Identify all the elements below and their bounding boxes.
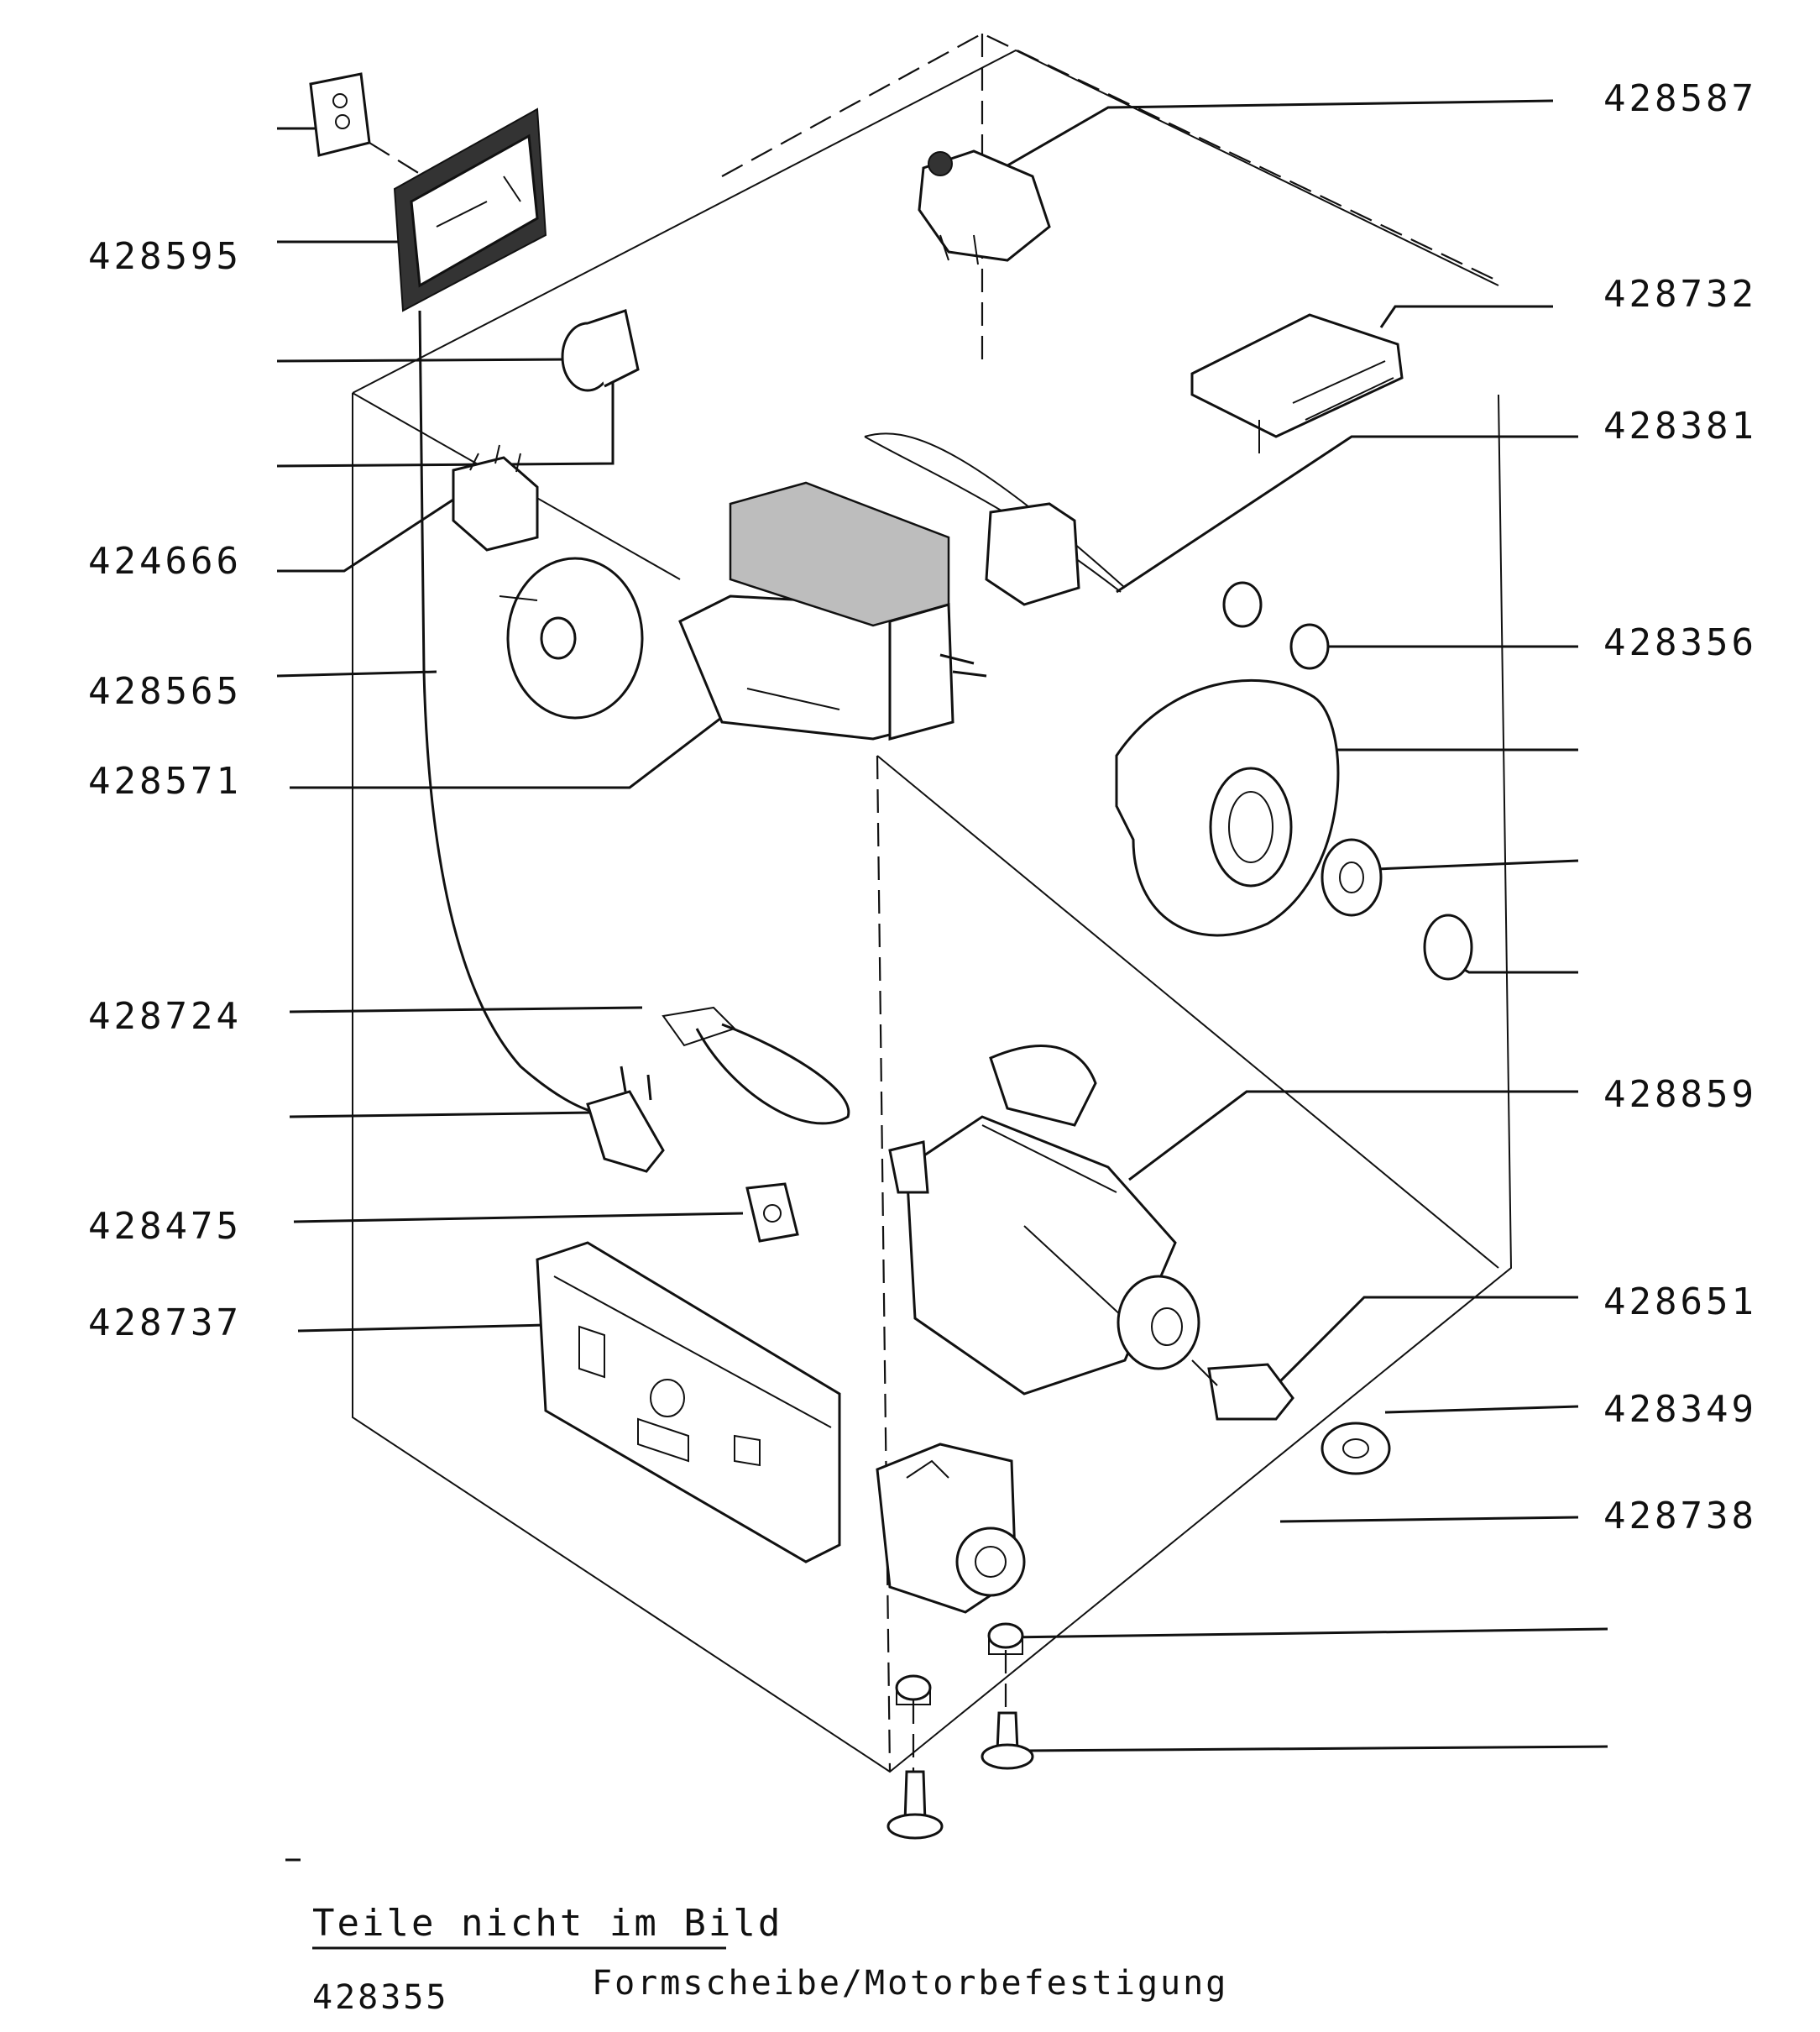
label-428651: 428651 (1603, 1280, 1757, 1323)
housing-outline (352, 32, 1513, 1773)
label-428475: 428475 (88, 1205, 242, 1248)
indicator-lamp (561, 309, 640, 392)
control-panel-pcb (393, 107, 547, 312)
cap-small-a (1222, 581, 1263, 628)
part-number-labels: 428587 428595 428732 428381 424666 42835… (88, 77, 1757, 1537)
leader-lines (276, 99, 1608, 1752)
terminal-block-small (309, 72, 425, 177)
label-428595: 428595 (88, 235, 242, 278)
thermostat (864, 432, 1126, 606)
label-428859: 428859 (1603, 1073, 1757, 1116)
screw-a (886, 1770, 944, 1840)
power-cord (418, 310, 597, 1114)
control-module (536, 1241, 841, 1563)
programme-timer-switch (678, 481, 987, 741)
mains-plug (586, 1066, 665, 1173)
spacer-b (987, 1622, 1024, 1655)
flat-washer (1321, 1422, 1391, 1475)
label-428732: 428732 (1603, 273, 1757, 316)
label-428565: 428565 (88, 670, 242, 713)
footer-description: Formscheibe/Motorbefestigung (592, 1964, 1228, 2003)
heating-element (662, 1006, 850, 1125)
programme-wheel (499, 557, 644, 720)
carbon-brush (1191, 1359, 1294, 1421)
fan-housing (1115, 678, 1340, 937)
footer-part-number: 428355 (312, 1978, 449, 2017)
label-428724: 428724 (88, 995, 242, 1038)
footer-heading: Teile nicht im Bild (312, 1902, 782, 1945)
fan-washer (1321, 838, 1383, 917)
screw-b (981, 1711, 1034, 1770)
label-428571: 428571 (88, 760, 242, 803)
label-428738: 428738 (1603, 1495, 1757, 1537)
footer-note: Teile nicht im Bild 428355 Formscheibe/M… (312, 1902, 1228, 2017)
drain-pump (876, 1443, 1026, 1614)
spacer-a (895, 1674, 932, 1705)
label-428349: 428349 (1603, 1388, 1757, 1431)
drive-motor (888, 1045, 1200, 1396)
circlip (1423, 914, 1473, 981)
motor-connector (918, 149, 1051, 265)
terminal-strip (1190, 313, 1404, 453)
label-424666: 424666 (88, 540, 242, 583)
relay-switch (452, 444, 539, 552)
door-switch (745, 1182, 799, 1243)
label-428356: 428356 (1603, 621, 1757, 664)
label-428737: 428737 (88, 1301, 242, 1344)
label-428381: 428381 (1603, 405, 1757, 448)
cap-small-b (1289, 623, 1330, 670)
label-428587: 428587 (1603, 77, 1757, 120)
